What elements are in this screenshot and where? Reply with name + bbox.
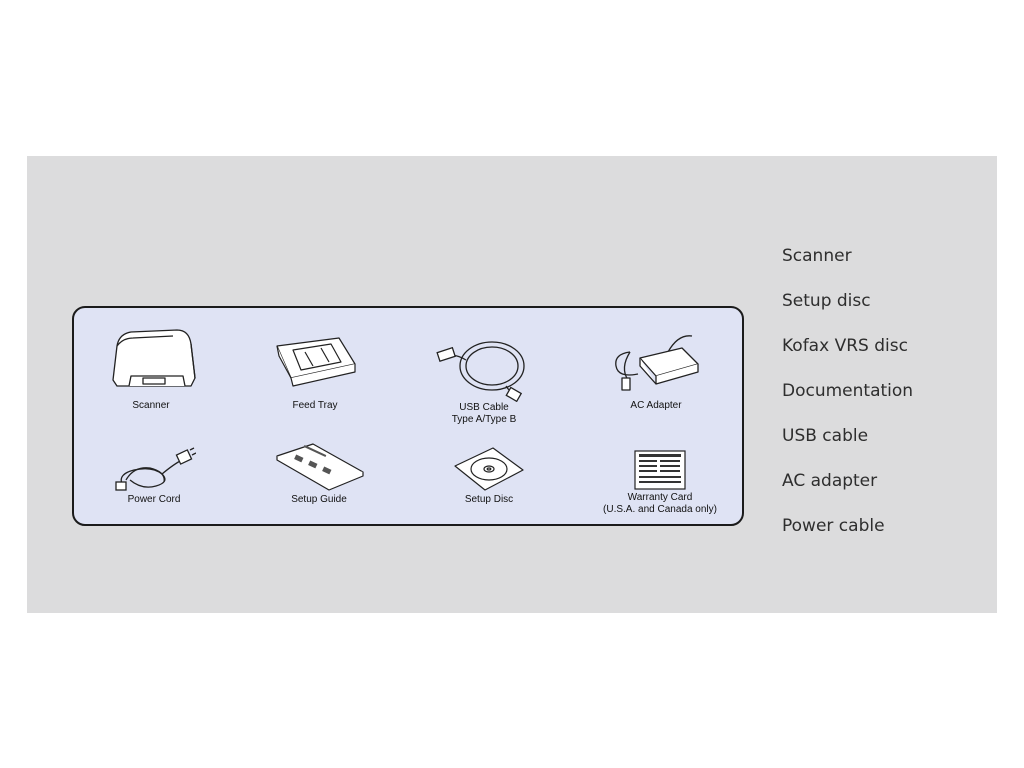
item-label: Setup Guide: [291, 494, 347, 505]
setup-guide-icon: [276, 443, 364, 491]
list-item: Power cable: [782, 516, 885, 536]
item-label: Setup Disc: [464, 494, 514, 505]
item-feed-tray: Feed Tray: [260, 334, 370, 412]
contents-list: Scanner Setup disc Kofax VRS disc Docume…: [782, 244, 913, 559]
item-label: AC Adapter: [630, 400, 682, 411]
item-label: Warranty Card (U.S.A. and Canada only): [603, 492, 717, 515]
feed-tray-icon: [276, 337, 356, 387]
package-contents-diagram: Scanner Feed Tray: [72, 306, 744, 526]
item-label: USB Cable Type A/Type B: [451, 402, 517, 425]
item-scanner: Scanner: [96, 322, 206, 412]
item-label: Scanner: [132, 400, 170, 411]
power-cord-icon: [115, 447, 196, 491]
item-warranty-card: Warranty Card (U.S.A. and Canada only): [590, 448, 730, 516]
item-setup-guide: Setup Guide: [264, 442, 374, 506]
list-item: Setup disc: [782, 291, 871, 311]
list-item: Documentation: [782, 381, 914, 401]
item-usb-cable: USB Cable Type A/Type B: [424, 330, 544, 426]
item-setup-disc: Setup Disc: [434, 444, 544, 506]
item-ac-adapter: AC Adapter: [596, 328, 716, 412]
list-item: USB cable: [782, 426, 869, 446]
setup-disc-icon: [454, 447, 524, 491]
item-label: Power Cord: [127, 494, 181, 505]
scanner-icon: [112, 329, 196, 387]
content-panel: Scanner Feed Tray: [27, 156, 997, 613]
item-power-cord: Power Cord: [104, 446, 204, 506]
list-item: Kofax VRS disc: [782, 336, 908, 356]
item-label: Feed Tray: [292, 400, 338, 411]
ac-adapter-icon: [615, 335, 699, 391]
warranty-card-icon: [634, 450, 686, 490]
list-item: Scanner: [782, 246, 852, 266]
usb-cable-icon: [436, 341, 525, 402]
list-item: AC adapter: [782, 471, 878, 491]
